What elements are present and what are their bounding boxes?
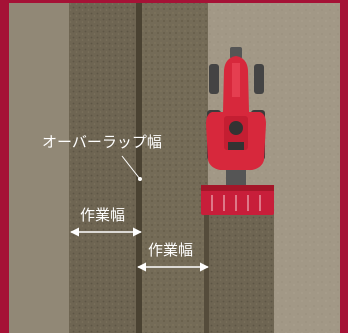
work-width-lower: 作業幅 <box>137 241 209 272</box>
overlap-width-label: オーバーラップ幅 <box>42 133 162 151</box>
untilled-strip-left <box>9 0 69 333</box>
overlap-leader-dot <box>138 177 142 181</box>
front-wheel-right <box>254 64 264 94</box>
work-width-label-lower: 作業幅 <box>148 241 193 259</box>
untilled-strip-right <box>274 0 340 333</box>
overlap-annotation: オーバーラップ幅 <box>42 133 162 181</box>
tilled-strip-1 <box>69 0 137 333</box>
hitch <box>226 170 246 186</box>
steering-wheel <box>229 121 243 135</box>
work-width-label-upper: 作業幅 <box>80 206 125 224</box>
work-width-upper: 作業幅 <box>70 206 142 237</box>
front-weight <box>230 47 242 59</box>
rotary-tiller <box>201 185 274 215</box>
tractor <box>201 47 274 215</box>
overlap-line <box>136 0 142 333</box>
overlap-leader-line <box>121 155 141 180</box>
tilled-strip-2 <box>142 0 208 333</box>
front-wheel-left <box>209 64 219 94</box>
